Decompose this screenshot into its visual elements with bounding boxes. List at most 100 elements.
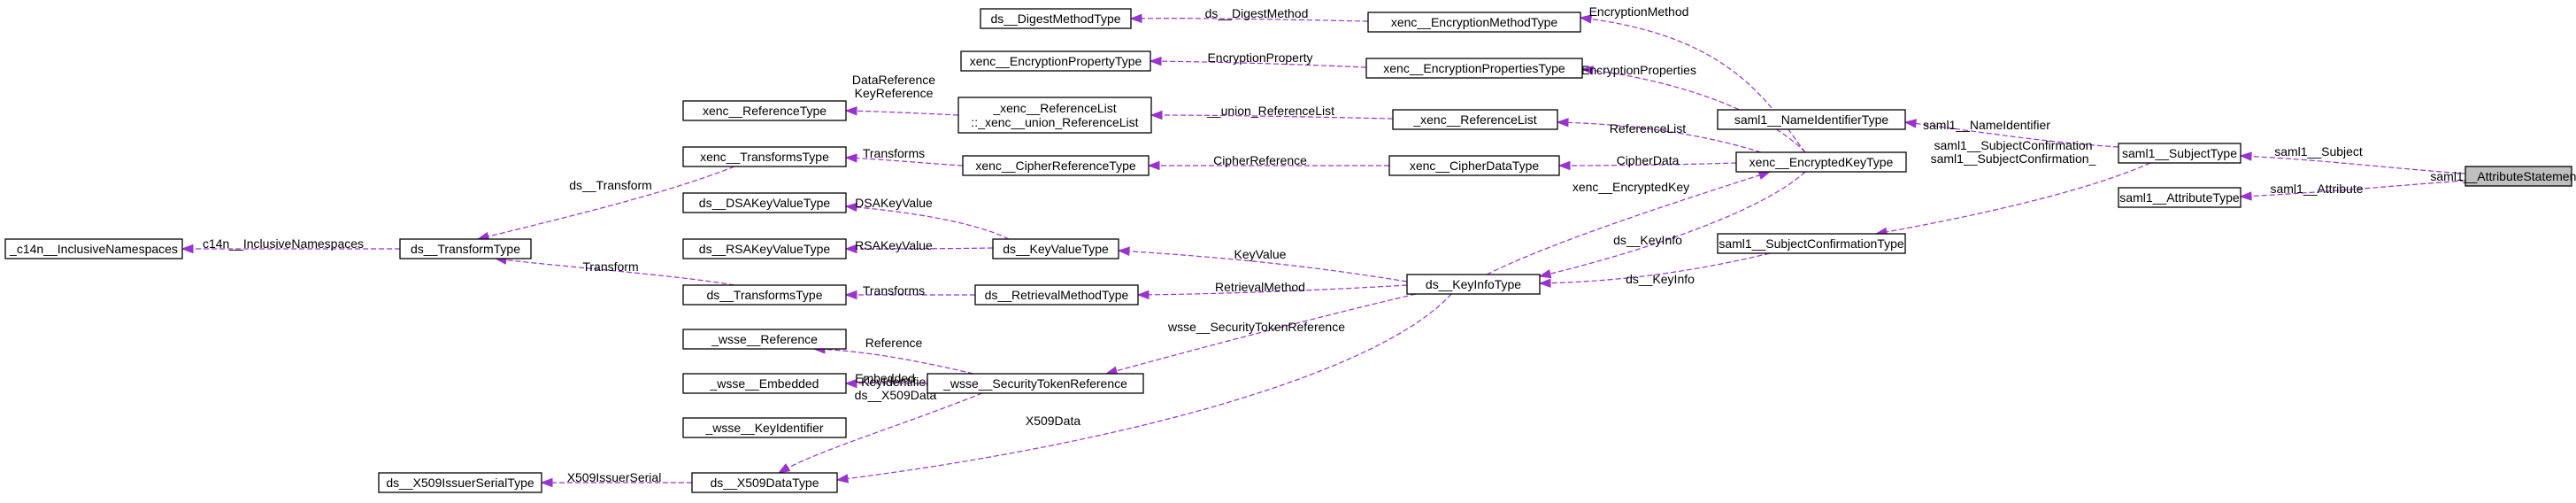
- class-node-c14n[interactable]: _c14n__InclusiveNamespaces: [4, 238, 183, 259]
- node-box: [1406, 274, 1541, 295]
- edge-label: KeyValue: [1234, 247, 1287, 261]
- class-node-subject[interactable]: saml1__SubjectType: [2118, 143, 2242, 164]
- node-label: ds__TransformType: [411, 242, 520, 256]
- node-box: [974, 284, 1139, 306]
- node-box: [682, 373, 847, 394]
- class-node-subjconf[interactable]: saml1__SubjectConfirmationType: [1717, 233, 1906, 254]
- node-box: [399, 238, 532, 259]
- edge-line: [1557, 121, 1762, 153]
- node-label: _xenc__ReferenceList: [992, 101, 1116, 115]
- class-node-reflist[interactable]: _xenc__ReferenceList: [1392, 109, 1558, 130]
- class-node-cipherdata[interactable]: xenc__CipherDataType: [1388, 155, 1560, 176]
- arrowhead: [540, 477, 553, 488]
- class-node-x509data[interactable]: ds__X509DataType: [691, 472, 838, 493]
- arrowhead: [777, 463, 791, 474]
- class-node-xtransforms[interactable]: xenc__TransformsType: [682, 146, 847, 167]
- edge-label: Transform: [582, 259, 638, 274]
- class-node-wsseemb[interactable]: _wsse__Embedded: [682, 373, 847, 394]
- edge-x509data-to-x509serial: X509IssuerSerial: [540, 470, 693, 488]
- arrowhead: [1538, 269, 1552, 279]
- node-box: [682, 146, 847, 167]
- edge-line: [1558, 162, 1737, 166]
- node-label: _wsse__Embedded: [710, 376, 819, 391]
- edge-label: ds__DigestMethod: [1205, 6, 1309, 20]
- node-label: ds__RSAKeyValueType: [699, 242, 831, 256]
- class-node-sectoken[interactable]: _wsse__SecurityTokenReference: [927, 373, 1144, 394]
- arrowhead: [1580, 66, 1594, 75]
- edge-label: saml1__Attribute: [2270, 182, 2363, 196]
- class-node-keyvalue[interactable]: ds__KeyValueType: [992, 238, 1119, 259]
- edge-subject-to-subjconf: saml1__SubjectConfirmationsaml1__Subject…: [1874, 138, 2151, 236]
- edge-line: [1105, 293, 1417, 375]
- arrowhead: [844, 153, 857, 163]
- node-label: xenc__ReferenceType: [703, 104, 827, 118]
- edge-line: [1539, 252, 1771, 284]
- node-box: [962, 155, 1150, 176]
- arrowhead: [844, 244, 857, 254]
- arrowhead: [1129, 13, 1142, 24]
- class-node-nameid[interactable]: saml1__NameIdentifierType: [1717, 109, 1906, 130]
- node-box: [682, 192, 847, 213]
- edge-label: saml1__NameIdentifier: [1923, 118, 2050, 132]
- node-label: ds__KeyValueType: [1003, 242, 1109, 256]
- node-label: saml1__SubjectConfirmationType: [1719, 236, 1904, 251]
- edge-line: [1486, 171, 1771, 275]
- node-box: [2118, 187, 2242, 208]
- class-node-enckey[interactable]: xenc__EncryptedKeyType: [1735, 151, 1907, 173]
- node-layer: saml1__AttributeStatementTypesaml1__Subj…: [4, 8, 2576, 493]
- class-node-wssekeyid[interactable]: _wsse__KeyIdentifier: [682, 417, 847, 438]
- arrowhead: [1757, 170, 1772, 180]
- class-node-cipherref[interactable]: xenc__CipherReferenceType: [962, 155, 1150, 176]
- arrowhead: [1149, 56, 1162, 66]
- edge-label: Transforms: [863, 146, 925, 160]
- node-box: [1717, 109, 1906, 130]
- node-box: [960, 50, 1151, 72]
- node-label: _wsse__KeyIdentifier: [704, 421, 823, 435]
- class-node-x509serial[interactable]: ds__X509IssuerSerialType: [378, 472, 542, 493]
- edge-line: [1118, 250, 1408, 282]
- class-node-reftype[interactable]: xenc__ReferenceType: [682, 100, 847, 121]
- edge-enckey-to-reflist: ReferenceList: [1556, 118, 1762, 153]
- node-label: ::_xenc__union_ReferenceList: [971, 115, 1138, 129]
- class-node-encprop[interactable]: xenc__EncryptionPropertyType: [960, 50, 1151, 72]
- edge-label: KeyIdentifier: [861, 375, 930, 389]
- class-node-transform[interactable]: ds__TransformType: [399, 238, 532, 259]
- arrowhead: [1903, 119, 1918, 128]
- edge-enckey-to-cipherdata: CipherData: [1557, 153, 1737, 171]
- class-node-attribute[interactable]: saml1__AttributeType: [2118, 187, 2242, 208]
- edge-line: [845, 157, 964, 166]
- class-node-root[interactable]: saml1__AttributeStatementType: [2430, 166, 2576, 187]
- class-node-wsseref[interactable]: _wsse__Reference: [682, 329, 847, 350]
- class-node-keyinfo[interactable]: ds__KeyInfoType: [1406, 274, 1541, 295]
- node-label: ds__DigestMethodType: [990, 12, 1120, 26]
- node-label: saml1__AttributeStatementType: [2430, 169, 2576, 183]
- edge-label: EncryptionMethod: [1589, 4, 1689, 19]
- class-node-dsa[interactable]: ds__DSAKeyValueType: [682, 192, 847, 213]
- edge-label: ds__KeyInfo: [1626, 272, 1695, 286]
- node-box: [682, 100, 847, 121]
- node-box: [378, 472, 542, 493]
- edge-label: X509Data: [1026, 414, 1080, 428]
- node-label: xenc__TransformsType: [700, 150, 829, 164]
- edge-subjconf-to-keyinfo: ds__KeyInfo: [1538, 252, 1771, 288]
- class-node-encmethod[interactable]: xenc__EncryptionMethodType: [1367, 12, 1581, 33]
- edge-reflist-to-unionref: __union_ReferenceList: [1150, 104, 1394, 120]
- edge-enckey-to-encmethod: EncryptionMethod: [1579, 4, 1806, 153]
- node-label: ds__X509IssuerSerialType: [386, 476, 534, 490]
- class-node-digest[interactable]: ds__DigestMethodType: [980, 8, 1132, 29]
- class-node-retrieval[interactable]: ds__RetrievalMethodType: [974, 284, 1139, 306]
- class-node-encprops[interactable]: xenc__EncryptionPropertiesType: [1365, 58, 1583, 79]
- edge-line: [2240, 155, 2466, 174]
- edge-label: CipherReference: [1213, 153, 1307, 167]
- class-node-unionref[interactable]: _xenc__ReferenceList::_xenc__union_Refer…: [957, 97, 1152, 134]
- edge-keyvalue-to-rsa: RSAKeyValue: [844, 238, 994, 254]
- edge-label: EncryptionProperty: [1207, 50, 1312, 65]
- class-node-rsa[interactable]: ds__RSAKeyValueType: [682, 238, 847, 259]
- class-node-dstransforms[interactable]: ds__TransformsType: [682, 284, 847, 306]
- edge-root-to-subject: saml1__Subject: [2239, 144, 2466, 174]
- edge-layer: saml1__Subject saml1__Attribute saml1__Nam…: [181, 4, 2466, 488]
- node-box: [682, 329, 847, 350]
- edge-line: [1150, 114, 1394, 120]
